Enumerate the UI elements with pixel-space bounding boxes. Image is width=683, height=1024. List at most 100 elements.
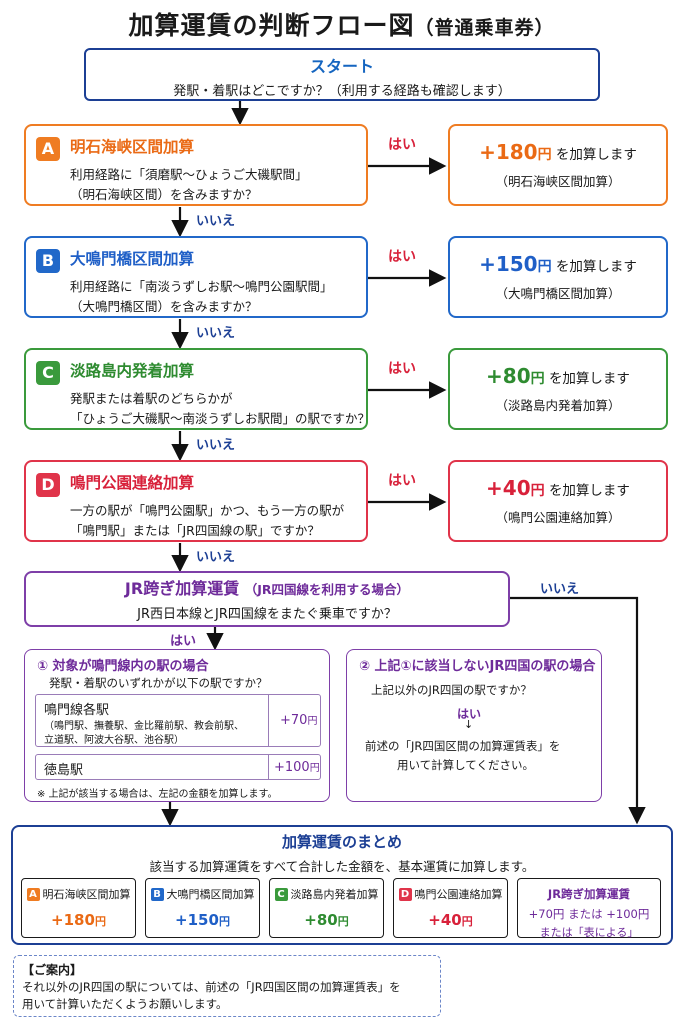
case2-yes-label: はい bbox=[457, 707, 482, 721]
case2-line1: 前述の「JR四国区間の加算運賃表」を bbox=[365, 739, 561, 753]
summary-card-c-label: 淡路島内発着加算 bbox=[290, 888, 379, 901]
summary-heading: 加算運賃のまとめ bbox=[281, 833, 402, 851]
step-d-no-label: いいえ bbox=[196, 550, 236, 565]
step-b-yes-label: はい bbox=[388, 249, 416, 265]
summary-card-c-value: +80円 bbox=[304, 911, 349, 929]
case1-row-divider bbox=[268, 695, 269, 746]
jr-crossing-box: JR跨ぎ加算運賃 （JR四国線を利用する場合） JR西日本線とJR四国線をまたぐ… bbox=[24, 571, 510, 627]
step-b-suffix: を加算します bbox=[555, 259, 637, 275]
step-b-badge: B bbox=[36, 249, 60, 273]
summary-box: 加算運賃のまとめ 該当する加算運賃をすべて合計した金額を、基本運賃に加算します。… bbox=[11, 825, 673, 945]
step-b-result-box: +150円 を加算します （大鳴門橋区間加算） bbox=[448, 236, 668, 318]
step-a-result-box: +180円 を加算します （明石海峡区間加算） bbox=[448, 124, 668, 206]
step-c-yes-label: はい bbox=[388, 361, 416, 377]
step-b-heading: 大鳴門橋区間加算 bbox=[70, 250, 195, 268]
summary-card-b-label: 大鳴門橋区間加算 bbox=[166, 888, 255, 901]
case1-row-tokushima-amount: +100円 bbox=[274, 760, 320, 775]
jr-question: JR西日本線とJR四国線をまたぐ乗車ですか？ bbox=[137, 607, 397, 622]
guidance-note: 【ご案内】 それ以外のJR四国の駅については、前述の「JR四国区間の加算運賃表」… bbox=[13, 955, 441, 1017]
guidance-note-line1: それ以外のJR四国の駅については、前述の「JR四国区間の加算運賃表」を bbox=[22, 980, 401, 994]
step-a-yes-label: はい bbox=[388, 137, 416, 153]
case1-box: ① 対象が鳴門線内の駅の場合 発駅・着駅のいずれかが以下の駅ですか？ 鳴門線各駅… bbox=[24, 649, 330, 802]
step-c-amount: +80円 bbox=[486, 364, 545, 388]
step-c-badge: C bbox=[36, 361, 60, 385]
case2-line2: 用いて計算してください。 bbox=[397, 758, 534, 772]
case1-row-tokushima-name: 徳島駅 bbox=[44, 763, 84, 778]
summary-card-jr-label: JR跨ぎ加算運賃 bbox=[547, 887, 631, 901]
start-heading: スタート bbox=[309, 57, 374, 76]
summary-card-a-label: 明石海峡区間加算 bbox=[42, 888, 131, 901]
step-d-yes-label: はい bbox=[388, 473, 416, 489]
case1-question: 発駅・着駅のいずれかが以下の駅ですか？ bbox=[49, 676, 268, 690]
case1-heading: ① 対象が鳴門線内の駅の場合 bbox=[37, 659, 209, 674]
case1-row-tokushima: 徳島駅 +100円 bbox=[35, 754, 321, 780]
step-a-no-label: いいえ bbox=[196, 214, 236, 229]
step-c-question-line1: 発駅または着駅のどちらかが bbox=[70, 391, 233, 406]
step-c-question-line2: 「ひょうご大磯駅〜南淡うずしお駅間」の駅ですか？ bbox=[70, 411, 371, 426]
title-main: 加算運賃の判断フロー図 bbox=[128, 11, 415, 40]
summary-card-jr-line2: または「表による」 bbox=[539, 926, 639, 939]
step-d-result-box: +40円 を加算します （鳴門公園連絡加算） bbox=[448, 460, 668, 542]
step-b-question-line1: 利用経路に「南淡うずしお駅〜鳴門公園駅間」 bbox=[70, 279, 333, 294]
step-c-box: C 淡路島内発着加算 発駅または着駅のどちらかが 「ひょうご大磯駅〜南淡うずしお… bbox=[24, 348, 371, 430]
step-a-badge: A bbox=[36, 137, 60, 161]
case1-row-divider bbox=[268, 755, 269, 779]
step-c-result-sub: （淡路島内発着加算） bbox=[495, 398, 621, 413]
start-text: 発駅・着駅はどこですか？（利用する経路も確認します） bbox=[173, 84, 511, 99]
step-b-amount: +150円 bbox=[479, 252, 552, 276]
summary-card-d-label: 鳴門公園連絡加算 bbox=[414, 888, 503, 901]
step-a-question-line2: （明石海峡区間）を含みますか？ bbox=[70, 187, 258, 202]
summary-card-b-value: +150円 bbox=[175, 911, 230, 929]
step-d-badge: D bbox=[36, 473, 60, 497]
case1-row-naruto-name: 鳴門線各駅 bbox=[44, 703, 110, 718]
case2-box: ② 上記①に該当しないJR四国の駅の場合 上記以外のJR四国の駅ですか？ はい … bbox=[346, 649, 602, 802]
step-a-heading: 明石海峡区間加算 bbox=[70, 138, 195, 156]
step-d-box: D 鳴門公園連絡加算 一方の駅が「鳴門公園駅」かつ、もう一方の駅が 「鳴門駅」ま… bbox=[24, 460, 368, 542]
step-a-question-line1: 利用経路に「須磨駅〜ひょうご大磯駅間」 bbox=[70, 167, 308, 182]
summary-card-a-badge: A bbox=[26, 888, 40, 901]
start-box: スタート 発駅・着駅はどこですか？（利用する経路も確認します） bbox=[84, 48, 600, 101]
step-d-question-line1: 一方の駅が「鳴門公園駅」かつ、もう一方の駅が bbox=[70, 503, 345, 518]
case2-down-arrow: ↓ bbox=[464, 718, 474, 731]
case1-note: ※ 上記が該当する場合は、左記の金額を加算します。 bbox=[37, 789, 278, 800]
step-a-result-sub: （明石海峡区間加算） bbox=[495, 174, 621, 189]
page-title: 加算運賃の判断フロー図（普通乗車券） bbox=[0, 6, 683, 42]
case1-row-naruto-amount: +70円 bbox=[280, 713, 318, 728]
jr-no-label: いいえ bbox=[540, 582, 580, 597]
step-b-no-label: いいえ bbox=[196, 326, 236, 341]
step-a-suffix: を加算します bbox=[555, 147, 637, 163]
case1-row-naruto: 鳴門線各駅 （鳴門駅、撫養駅、金比羅前駅、教会前駅、 立道駅、阿波大谷駅、池谷駅… bbox=[35, 694, 321, 747]
guidance-note-line2: 用いて計算いただくようお願いします。 bbox=[22, 997, 228, 1011]
step-d-suffix: を加算します bbox=[548, 483, 630, 499]
summary-card-b-badge: B bbox=[150, 888, 164, 901]
summary-card-a-value: +180円 bbox=[51, 911, 106, 929]
step-c-no-label: いいえ bbox=[196, 438, 236, 453]
case1-row-naruto-detail1: （鳴門駅、撫養駅、金比羅前駅、教会前駅、 bbox=[44, 721, 244, 732]
summary-card-jr-line1: +70円 または +100円 bbox=[528, 907, 650, 921]
step-d-heading: 鳴門公園連絡加算 bbox=[70, 474, 195, 492]
step-a-amount: +180円 bbox=[479, 140, 552, 164]
guidance-note-heading: 【ご案内】 bbox=[22, 963, 83, 977]
step-a-box: A 明石海峡区間加算 利用経路に「須磨駅〜ひょうご大磯駅間」 （明石海峡区間）を… bbox=[24, 124, 368, 206]
step-d-question-line2: 「鳴門駅」または「JR四国線の駅」ですか？ bbox=[70, 523, 320, 538]
summary-card-c-badge: C bbox=[274, 888, 288, 901]
jr-yes-label: はい bbox=[170, 634, 197, 649]
step-b-question-line2: （大鳴門橋区間）を含みますか？ bbox=[70, 299, 258, 314]
summary-card-d-badge: D bbox=[398, 888, 412, 901]
step-b-box: B 大鳴門橋区間加算 利用経路に「南淡うずしお駅〜鳴門公園駅間」 （大鳴門橋区間… bbox=[24, 236, 368, 318]
case2-heading: ② 上記①に該当しないJR四国の駅の場合 bbox=[359, 659, 596, 674]
jr-heading: JR跨ぎ加算運賃 （JR四国線を利用する場合） bbox=[124, 579, 410, 598]
step-b-result-sub: （大鳴門橋区間加算） bbox=[495, 286, 621, 301]
step-c-result-box: +80円 を加算します （淡路島内発着加算） bbox=[448, 348, 668, 430]
title-sub: （普通乗車券） bbox=[414, 17, 555, 39]
step-d-amount: +40円 bbox=[486, 476, 545, 500]
case2-question: 上記以外のJR四国の駅ですか？ bbox=[371, 683, 532, 697]
summary-card-jr: JR跨ぎ加算運賃 +70円 または +100円 または「表による」 bbox=[517, 878, 661, 939]
arrow-jr-no bbox=[510, 596, 646, 825]
summary-text: 該当する加算運賃をすべて合計した金額を、基本運賃に加算します。 bbox=[149, 859, 535, 874]
